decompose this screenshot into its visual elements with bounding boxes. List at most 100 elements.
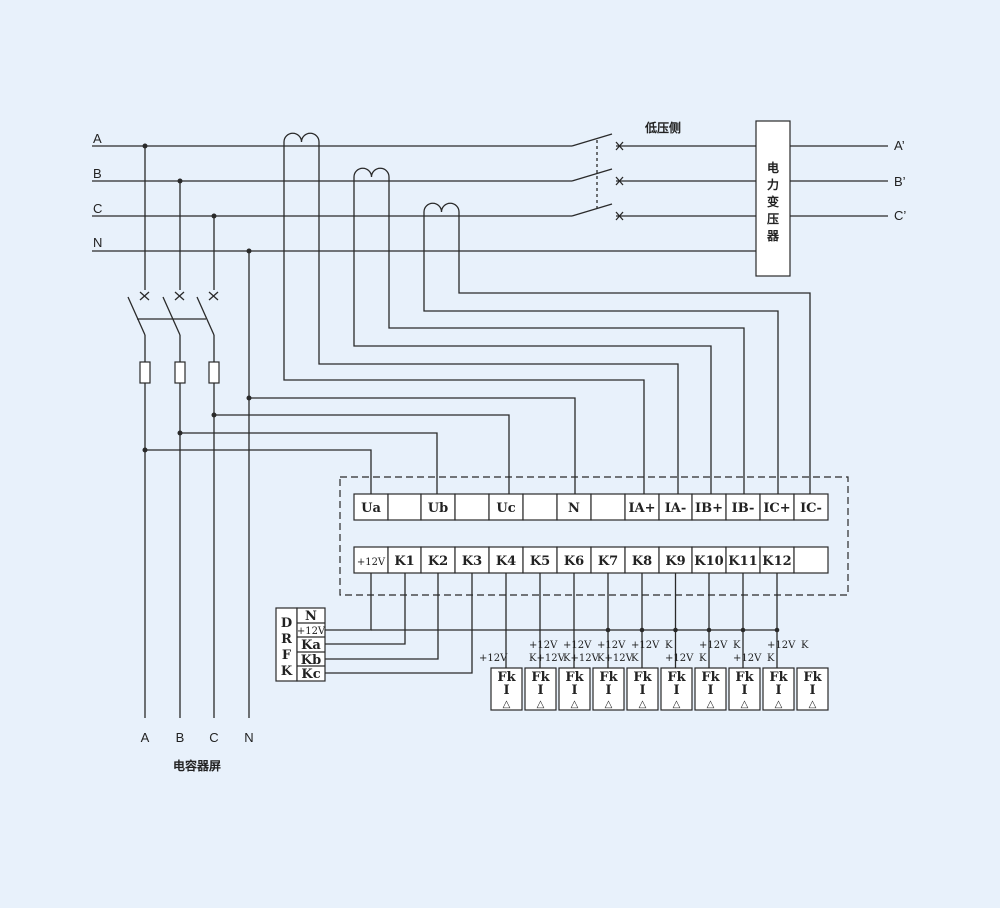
fk-module-delta-icon: △ xyxy=(707,699,715,710)
capacitor-panel-title: 电容器屏 xyxy=(173,758,221,773)
fk-module-delta-icon: △ xyxy=(639,699,647,710)
drfk-letter-f: F xyxy=(282,648,292,663)
top-terminal-label-ib: IB- xyxy=(732,501,755,516)
bus-label-a-prime: A’ xyxy=(894,138,905,153)
top-terminal-cell-n xyxy=(556,493,592,521)
ct-wiring xyxy=(283,146,811,497)
bottom-terminal-label-k6: K6 xyxy=(564,554,584,569)
bottom-terminal-label-k1: K1 xyxy=(394,554,414,569)
fk-wire-label-2: K xyxy=(631,653,639,664)
top-terminal-cell-ic xyxy=(759,493,795,521)
junction-dot xyxy=(774,627,780,633)
bus-label-a: A xyxy=(93,131,102,146)
transformer-char-5: 器 xyxy=(766,229,780,243)
current-transformers xyxy=(283,132,460,216)
fk-module-delta-icon: △ xyxy=(537,699,545,710)
fk-wire-label-2: +12V xyxy=(665,653,694,664)
fk-module-delta-icon: △ xyxy=(741,699,749,710)
top-terminal-cell-blank-3 xyxy=(454,493,490,521)
fk-module-current: I xyxy=(537,683,543,698)
fk-wire-label-1: +12V xyxy=(479,653,508,664)
junction-dot xyxy=(740,627,746,633)
fk-module-7 xyxy=(694,667,727,711)
bottom-terminal-label-k2: K2 xyxy=(428,554,448,569)
fk-wire-label-1: +12V xyxy=(631,640,660,651)
transformer-char-1: 电 xyxy=(767,160,779,175)
fk-wire-label-2: K xyxy=(699,653,707,664)
fk-module-current: I xyxy=(809,683,815,698)
fk-module-delta-icon: △ xyxy=(605,699,613,710)
fk-module-label: Fk xyxy=(531,670,550,685)
fk-module-9 xyxy=(762,667,795,711)
fk-wire-label-2: +12V xyxy=(733,653,762,664)
fk-module-3 xyxy=(558,667,591,711)
top-terminal-label-ia: IA- xyxy=(665,501,687,516)
drfk-row-12v: +12V xyxy=(297,626,326,637)
transformer-char-2: 力 xyxy=(767,177,779,192)
bottom-terminal-label-k11: K11 xyxy=(728,554,757,569)
drfk-row-ka: Ka xyxy=(301,638,321,653)
fk-module-label: Fk xyxy=(701,670,720,685)
drfk-row-n: N xyxy=(305,609,317,624)
bottom-terminal-label-k10: K10 xyxy=(694,554,723,569)
fuse-a xyxy=(139,361,151,384)
drfk-letter-d: D xyxy=(281,616,292,631)
bottom-terminal-label-k8: K8 xyxy=(632,554,652,569)
bottom-terminal-label-k3: K3 xyxy=(462,554,482,569)
top-terminal-cell-ic xyxy=(793,493,829,521)
top-terminal-label-ia: IA+ xyxy=(628,501,655,516)
fk-module-1 xyxy=(490,667,523,711)
fuse-c xyxy=(208,361,220,384)
top-terminal-cell-blank-1 xyxy=(387,493,422,521)
bottom-terminal-cell-k6 xyxy=(556,546,592,574)
junction-dot xyxy=(706,627,712,633)
capacitor-branch xyxy=(127,146,250,718)
fk-module-label: Fk xyxy=(565,670,584,685)
bus-label-b: B xyxy=(93,166,102,181)
bottom-terminal-label-k12: K12 xyxy=(762,554,791,569)
fk-wire-label-1: +12V xyxy=(699,640,728,651)
bottom-terminal-cell-12v xyxy=(353,546,389,574)
bus-label-c-prime: C’ xyxy=(894,208,906,223)
fk-module-current: I xyxy=(639,683,645,698)
bottom-terminal-label-k7: K7 xyxy=(598,554,618,569)
fk-wire-label-1: +12V xyxy=(563,640,592,651)
bottom-label-a: A xyxy=(141,730,150,745)
bottom-label-n: N xyxy=(244,730,253,745)
junction-dot xyxy=(605,627,611,633)
bottom-terminal-label-k4: K4 xyxy=(496,554,516,569)
fk-wire-label-1: +12V xyxy=(597,640,626,651)
low-voltage-side-label: 低压侧 xyxy=(644,120,681,135)
main-bus xyxy=(92,133,888,252)
fk-module-delta-icon: △ xyxy=(571,699,579,710)
drfk-block: D R F K N +12V Ka Kb Kc xyxy=(275,607,326,682)
top-terminal-cell-ib xyxy=(691,493,727,521)
fk-wire-label-1: K xyxy=(801,640,809,651)
fk-module-delta-icon: △ xyxy=(775,699,783,710)
fk-module-label: Fk xyxy=(667,670,686,685)
top-terminal-label-ua: Ua xyxy=(361,501,381,516)
fk-module-5 xyxy=(626,667,659,711)
drfk-letter-r: R xyxy=(281,632,292,647)
transformer-char-4: 压 xyxy=(767,212,779,226)
bus-label-b-prime: B’ xyxy=(894,174,906,189)
bottom-label-b: B xyxy=(176,730,185,745)
fk-wire-label-1: K xyxy=(733,640,741,651)
fk-modules: FkI△+12VFkI△+12VK+12VFkI△+12VK+12VFkI△+1… xyxy=(479,573,829,711)
fk-module-6 xyxy=(660,667,693,711)
top-terminal-label-ib: IB+ xyxy=(695,501,723,516)
bottom-terminal-label-12v: +12V xyxy=(357,557,386,568)
fk-wire-label-2: K xyxy=(767,653,775,664)
fk-module-current: I xyxy=(707,683,713,698)
top-terminal-cell-ia xyxy=(624,493,660,521)
fk-module-current: I xyxy=(571,683,577,698)
fk-module-delta-icon: △ xyxy=(809,699,817,710)
fk-module-current: I xyxy=(673,683,679,698)
bus-label-c: C xyxy=(93,201,102,216)
drfk-row-kb: Kb xyxy=(301,653,321,668)
bottom-terminal-cell-k4 xyxy=(488,546,524,574)
drfk-row-kc: Kc xyxy=(301,667,320,682)
fk-module-current: I xyxy=(741,683,747,698)
